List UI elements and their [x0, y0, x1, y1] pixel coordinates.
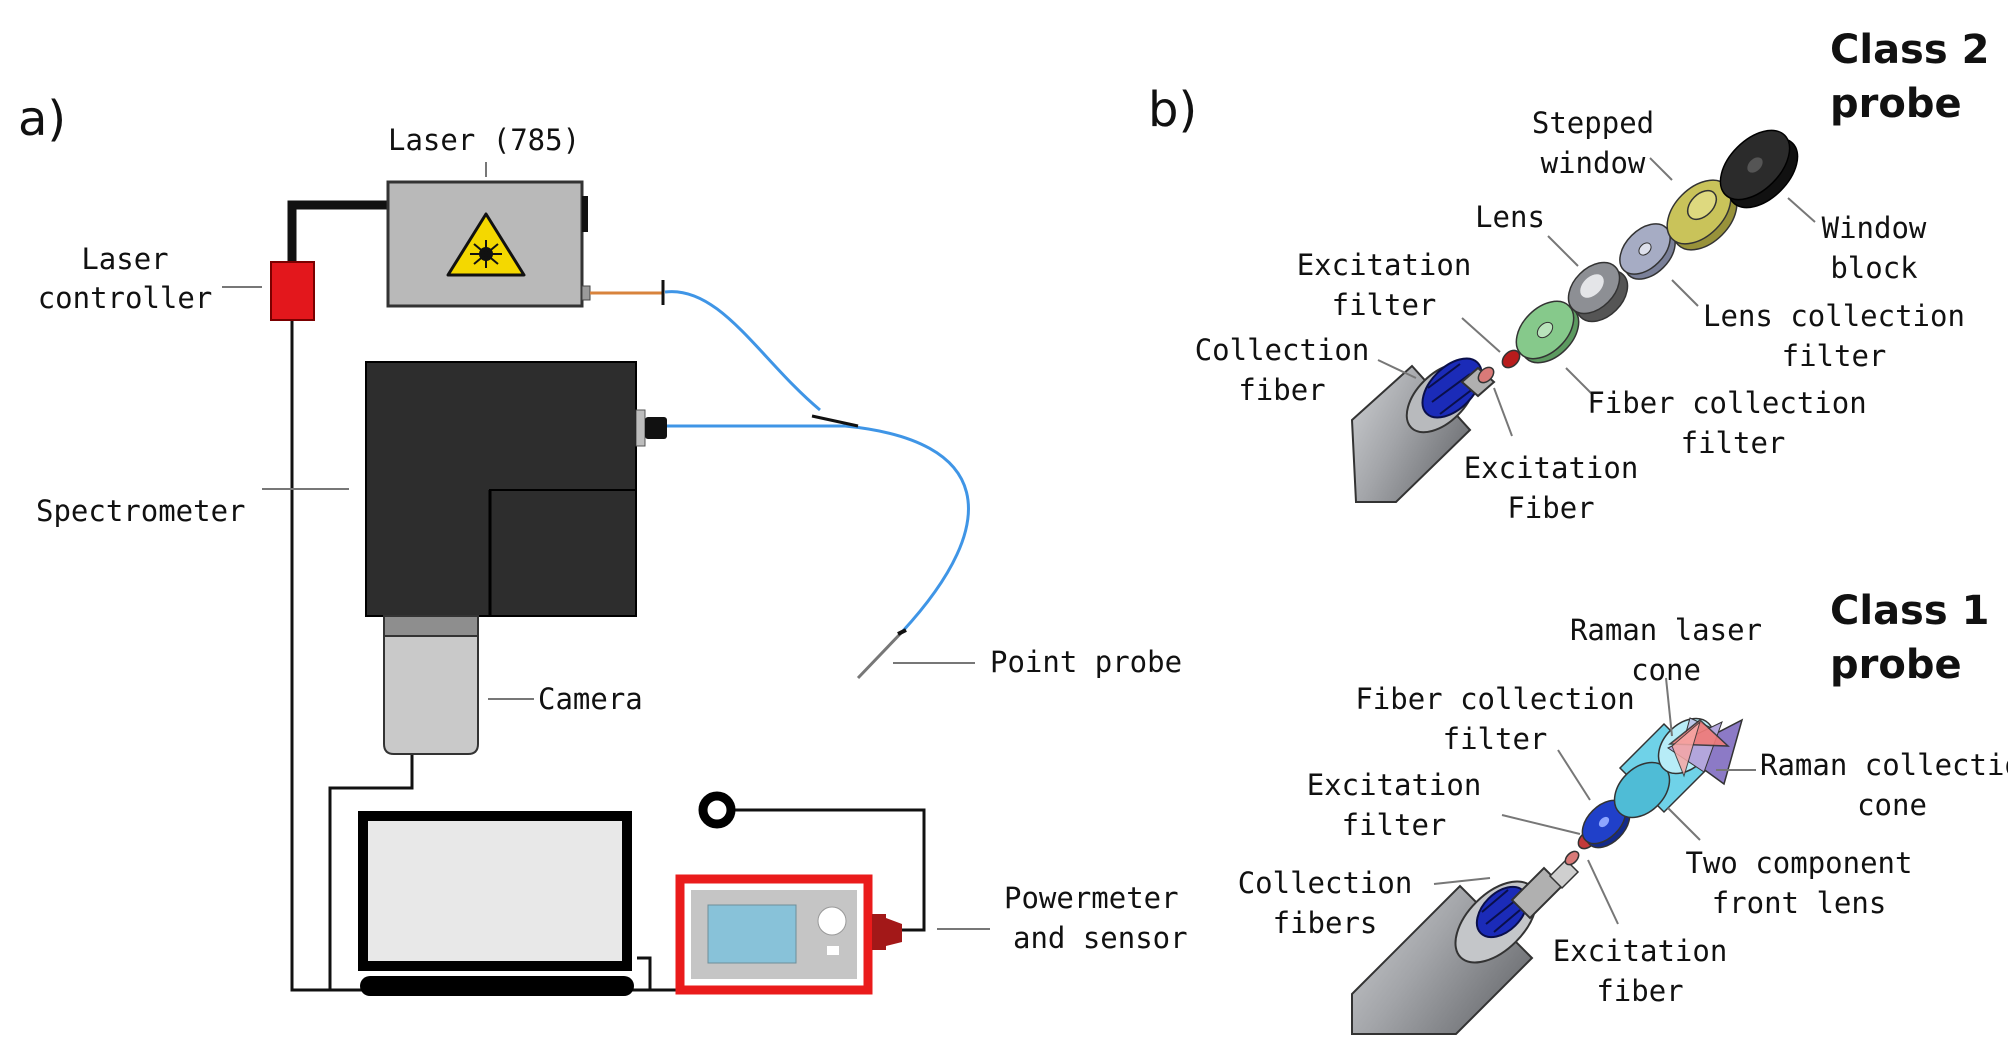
label-two-component-lens-1: Two component: [1686, 846, 1913, 880]
laser-controller-label-2: controller: [38, 281, 213, 315]
label-class1-fiber-collection-filter-1: Fiber collection: [1355, 682, 1634, 716]
label-lens: Lens: [1475, 200, 1545, 234]
powermeter-device: [675, 874, 902, 995]
label-lens-collection-filter-2: filter: [1782, 339, 1887, 373]
leader-lines-a: [222, 162, 990, 930]
spectrometer-label: Spectrometer: [36, 494, 246, 528]
class2-probe: Class 2 probe: [1195, 27, 1990, 525]
label-two-component-lens-2: front lens: [1712, 886, 1887, 920]
label-lens-collection-filter-1: Lens collection: [1703, 299, 1965, 333]
label-window-block-1: Window: [1822, 211, 1927, 245]
panel-a: a): [18, 91, 1188, 996]
laser-label: Laser (785): [388, 123, 580, 157]
laser-controller-label-1: Laser: [81, 242, 168, 276]
class2-heading-1: Class 2: [1830, 27, 1989, 73]
label-class2-fiber-collection-filter-2: filter: [1681, 426, 1786, 460]
label-class2-excitation-fiber-1: Excitation: [1464, 451, 1639, 485]
label-raman-laser-cone-2: cone: [1631, 653, 1701, 687]
label-stepped-window-1: Stepped: [1532, 106, 1654, 140]
label-class1-excitation-fiber-2: fiber: [1596, 974, 1683, 1008]
label-class2-excitation-filter-1: Excitation: [1297, 248, 1472, 282]
sensor-cable: [735, 808, 926, 932]
label-class2-fiber-collection-filter-1: Fiber collection: [1587, 386, 1866, 420]
label-class2-excitation-filter-2: filter: [1332, 288, 1437, 322]
leader-lines-class2: [1377, 157, 1816, 437]
class2-probe-body: [1350, 357, 1496, 503]
class1-raman-cones: [1666, 717, 1744, 786]
label-class2-collection-fiber-2: fiber: [1238, 373, 1325, 407]
class2-heading-2: probe: [1830, 81, 1962, 127]
powermeter-label-2: and sensor: [1013, 921, 1188, 955]
class2-fiber-collection-filter: [1515, 300, 1580, 364]
point-probe-label: Point probe: [990, 645, 1182, 679]
class2-excitation-filter: [1501, 349, 1521, 369]
label-class1-excitation-fiber-1: Excitation: [1553, 934, 1728, 968]
label-class1-excitation-filter-2: filter: [1342, 808, 1447, 842]
camera-label: Camera: [538, 682, 643, 716]
class1-probe-body: [1351, 850, 1580, 1035]
point-probe-tip: [856, 630, 904, 680]
label-class2-excitation-fiber-2: Fiber: [1507, 491, 1594, 525]
leader-lines-class1: [1433, 677, 1756, 925]
class1-heading-2: probe: [1830, 642, 1962, 688]
panel-a-tag: a): [18, 91, 66, 147]
laser-device: [386, 180, 591, 308]
probe-fiber-line: [844, 424, 970, 634]
label-collection-fibers-2: fibers: [1273, 906, 1378, 940]
label-class1-fiber-collection-filter-2: filter: [1443, 722, 1548, 756]
camera-cable: [328, 752, 414, 990]
laptop-icon: [358, 811, 634, 996]
label-class1-excitation-filter-1: Excitation: [1307, 768, 1482, 802]
class2-stepped-window: [1666, 179, 1738, 251]
label-raman-laser-cone-1: Raman laser: [1570, 613, 1762, 647]
spectrometer-device: [365, 361, 667, 617]
camera-device: [383, 615, 479, 755]
panel-b: b) Class 2 probe: [1148, 27, 2008, 1035]
class2-lens: [1567, 261, 1629, 323]
class2-lens-collection-filter: [1619, 223, 1676, 280]
label-window-block-2: block: [1830, 251, 1918, 285]
panel-b-tag: b): [1148, 82, 1197, 138]
powermeter-label-1: Powermeter: [1004, 881, 1179, 915]
power-sensor-icon: [698, 791, 736, 829]
label-stepped-window-2: window: [1541, 146, 1646, 180]
label-raman-collection-cone-1: Raman collectio: [1760, 748, 2008, 782]
excitation-fiber-line: [664, 290, 821, 412]
class2-window-block: [1719, 129, 1799, 209]
label-collection-fibers-1: Collection: [1238, 866, 1413, 900]
class1-heading-1: Class 1: [1830, 588, 1989, 634]
class1-probe: Class 1 probe: [1238, 588, 2008, 1035]
laptop-powermeter-cable: [637, 956, 676, 992]
label-class2-collection-fiber-1: Collection: [1195, 333, 1370, 367]
fiber-coupler: [811, 414, 859, 428]
label-raman-collection-cone-2: cone: [1857, 788, 1927, 822]
laser-power-cable: [287, 200, 388, 262]
laser-controller-box: [270, 261, 315, 321]
